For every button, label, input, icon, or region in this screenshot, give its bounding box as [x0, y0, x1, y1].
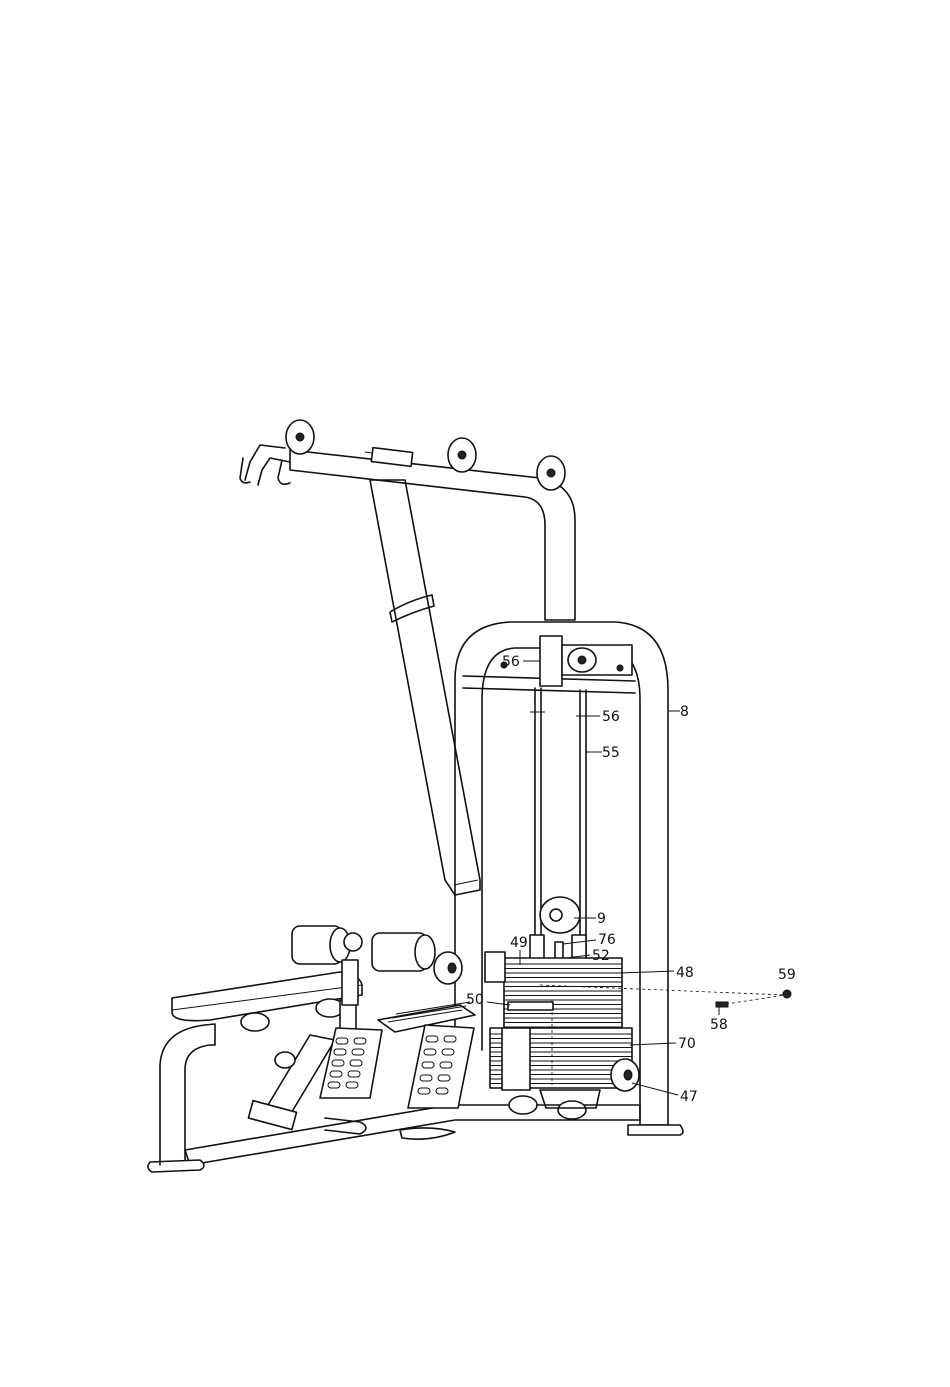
- callout-55: 55: [602, 745, 620, 761]
- callout-49: 49: [510, 935, 528, 951]
- base-frame: [148, 1090, 640, 1172]
- callout-56b: 56: [602, 709, 620, 725]
- callout-76: 76: [598, 932, 616, 948]
- lower-pulley: [540, 897, 580, 933]
- callout-70: 70: [678, 1036, 696, 1052]
- callout-47: 47: [680, 1089, 698, 1105]
- callout-9: 9: [597, 911, 606, 927]
- callout-48: 48: [676, 965, 694, 981]
- callout-58: 58: [710, 1017, 728, 1033]
- weight-stack: [490, 935, 639, 1091]
- callout-59: 59: [778, 967, 796, 983]
- callout-52: 52: [592, 948, 610, 964]
- top-beam: [240, 445, 575, 620]
- callout-8: 8: [680, 704, 689, 720]
- callout-50: 50: [466, 992, 484, 1008]
- callout-56a: 56: [502, 654, 520, 670]
